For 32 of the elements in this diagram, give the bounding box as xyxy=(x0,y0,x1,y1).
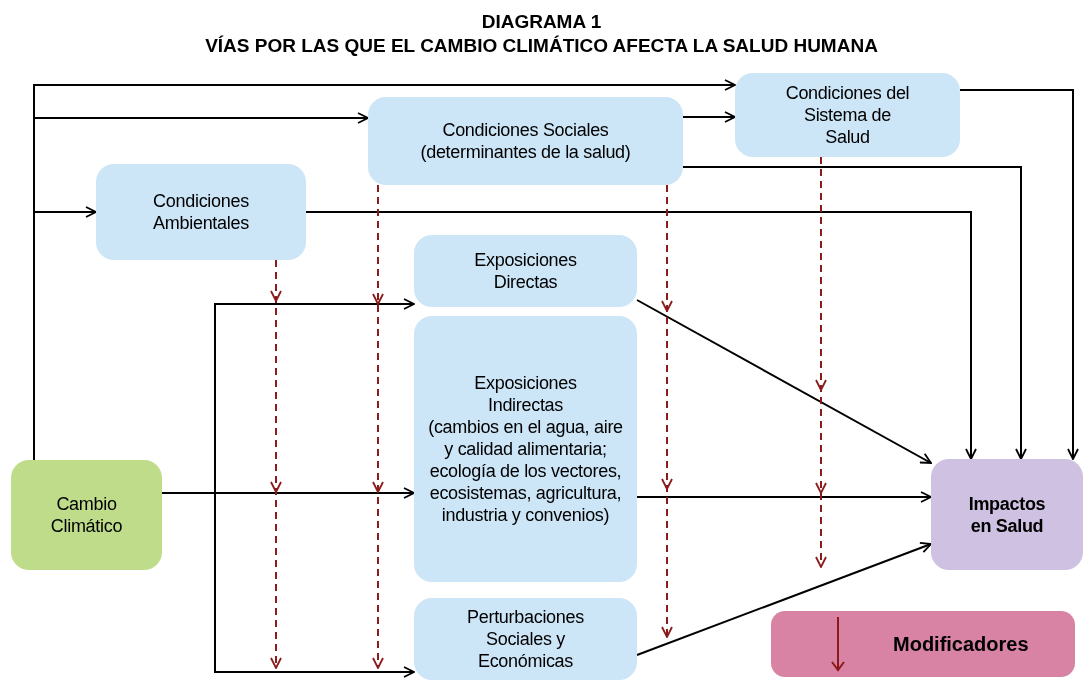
rounded-box xyxy=(11,460,162,570)
rounded-box xyxy=(96,164,306,260)
arrow xyxy=(305,211,977,460)
dashed-arrow xyxy=(815,156,827,568)
arrow xyxy=(959,89,1079,460)
dashed-arrow xyxy=(270,259,282,669)
box-label: Impactos en Salud xyxy=(967,492,1047,537)
diagram-subtitle: VÍAS POR LAS QUE EL CAMBIO CLIMÁTICO AFECTA LA SALUD HUMANA xyxy=(205,34,878,58)
box-label: Condiciones del Sistema de Salud xyxy=(784,82,911,148)
diagram-title: DIAGRAMA 1 xyxy=(481,10,602,34)
rounded-box xyxy=(931,459,1083,570)
dashed-arrow xyxy=(661,184,673,638)
rounded-box xyxy=(735,73,960,157)
rounded-box xyxy=(414,598,637,680)
dashed-arrow xyxy=(372,184,384,669)
rounded-box xyxy=(368,97,683,185)
rounded-box xyxy=(414,316,637,582)
box-label: Exposiciones Directas xyxy=(473,249,578,293)
arrow xyxy=(636,491,932,503)
rounded-box xyxy=(414,235,637,307)
arrow xyxy=(682,166,1027,460)
box-label: Perturbaciones Sociales y Económicas xyxy=(466,606,585,672)
arrow xyxy=(682,111,736,123)
arrow xyxy=(636,541,932,656)
arrow xyxy=(636,299,932,464)
box-label: Condiciones Ambientales xyxy=(152,190,250,234)
box-label: Condiciones Sociales (determinantes de la salud) xyxy=(419,119,632,163)
box-label: Cambio Climático xyxy=(49,493,124,537)
arrow xyxy=(33,206,97,461)
box-label: (cambios en el agua, aire y calidad alimentaria; ecología de los vectores, ecosistemas, agricultura, industria y convenios) xyxy=(427,416,624,526)
legend-label: Modificadores xyxy=(893,632,1029,657)
box-label: Exposiciones Indirectas xyxy=(473,372,578,416)
